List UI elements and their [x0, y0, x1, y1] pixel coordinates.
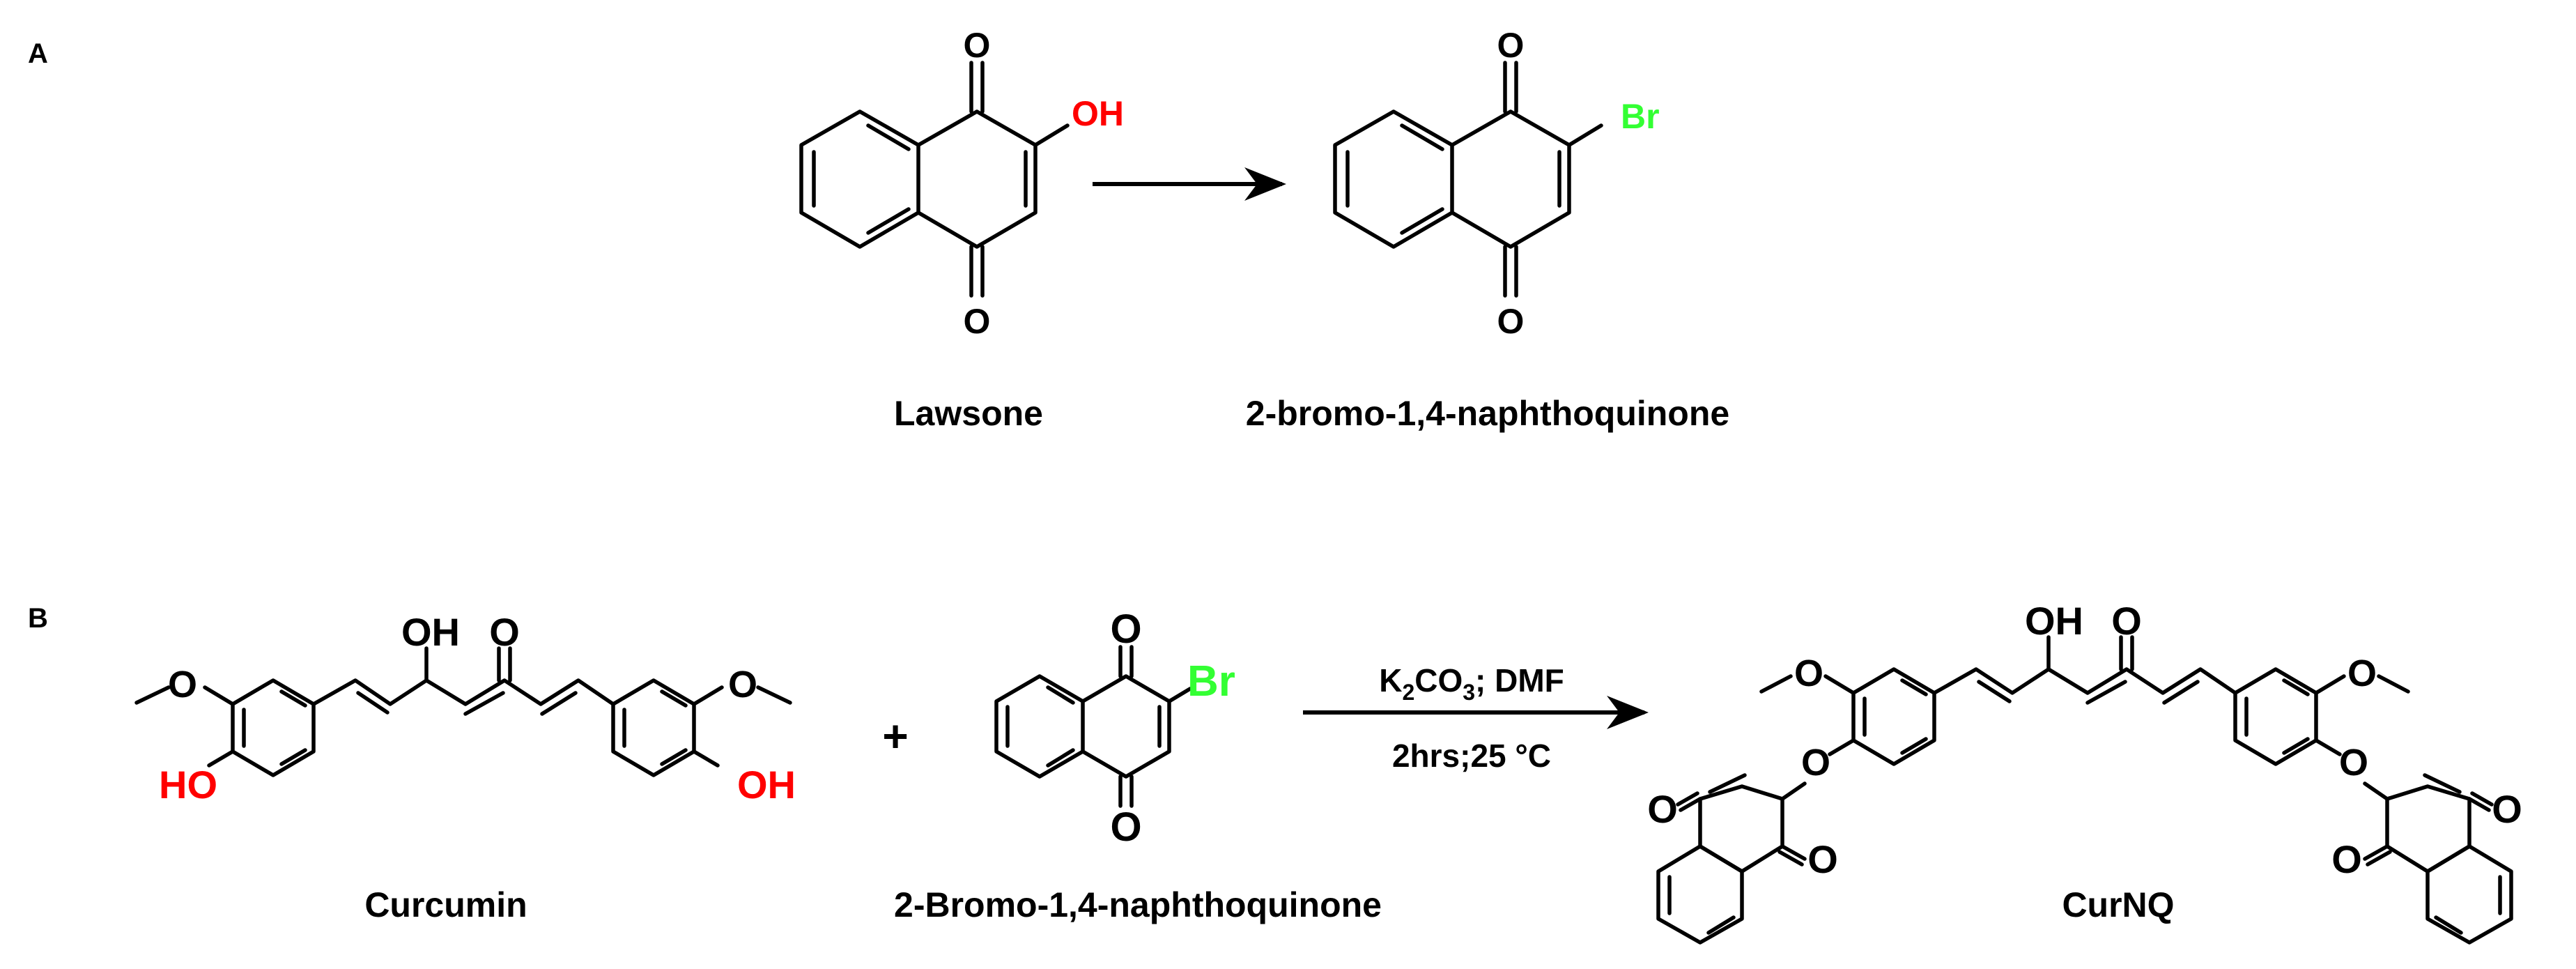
curnq-left-carbonyl-oxygen-a: O	[1647, 787, 1678, 831]
curnq-methoxy-oxygen-left: O	[1794, 653, 1823, 694]
curcumin-methoxy-oxygen-left: O	[168, 664, 197, 705]
curnq-right-carbonyl-oxygen-b: O	[2331, 837, 2362, 881]
curcumin-methoxy-oxygen-right: O	[728, 664, 757, 705]
curcumin-ketone-oxygen: O	[489, 610, 520, 654]
lawsone-carbonyl-bottom-oxygen: O	[964, 302, 991, 341]
reaction-conditions: 2hrs;25 °C	[1392, 738, 1551, 774]
curnq-ether-oxygen-right: O	[2339, 742, 2368, 784]
panel-label-a: A	[28, 38, 48, 69]
curnq-ketone-oxygen: O	[2111, 599, 2142, 643]
bromo-b-carbonyl-top-oxygen: O	[1110, 606, 1141, 652]
bromo-a-carbonyl-bottom-oxygen: O	[1497, 302, 1525, 341]
curnq-ether-oxygen-left: O	[1801, 742, 1830, 784]
curnq-right-carbonyl-oxygen-a: O	[2492, 787, 2522, 831]
curnq-label: CurNQ	[2062, 885, 2174, 924]
curnq-enol-hydroxyl: OH	[2025, 599, 2083, 643]
curnq-structure: O O O O OH O O O	[1647, 599, 2522, 945]
bromonaphthoquinone-label-b: 2-Bromo-1,4-naphthoquinone	[894, 885, 1382, 924]
curcumin-label: Curcumin	[364, 885, 527, 924]
curcumin-hydroxyl-left: HO	[159, 763, 217, 807]
lawsone-label: Lawsone	[894, 394, 1043, 433]
bromo-a-carbonyl-top-oxygen: O	[1497, 26, 1525, 65]
lawsone-hydroxyl: OH	[1072, 94, 1124, 133]
curnq-methoxy-oxygen-right: O	[2347, 653, 2377, 694]
bromonaphthoquinone-structure-a: O O Br	[1333, 26, 1660, 341]
bromonaphthoquinone-label-a: 2-bromo-1,4-naphthoquinone	[1246, 394, 1729, 433]
bromo-b-bromine: Br	[1187, 657, 1235, 705]
lawsone-carbonyl-top-oxygen: O	[964, 26, 991, 65]
bromo-a-bromine: Br	[1621, 97, 1660, 136]
curcumin-structure: O HO OH O O OH	[134, 610, 796, 807]
curcumin-enol-hydroxyl: OH	[401, 610, 460, 654]
curcumin-hydroxyl-right: OH	[737, 763, 796, 807]
lawsone-structure: O O OH	[799, 26, 1124, 341]
reaction-reagents: K2CO3; DMF	[1379, 662, 1564, 705]
bromonaphthoquinone-structure-b: O O Br	[994, 606, 1235, 850]
bromo-b-carbonyl-bottom-oxygen: O	[1110, 804, 1141, 850]
panel-label-b: B	[28, 603, 48, 634]
curnq-left-carbonyl-oxygen-b: O	[1807, 837, 1838, 881]
plus-sign: +	[882, 711, 908, 761]
